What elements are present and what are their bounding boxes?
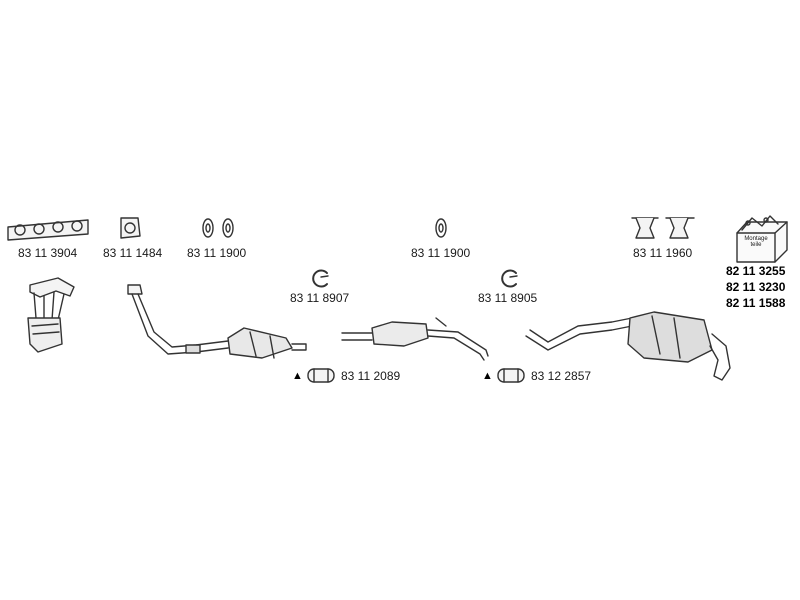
center-muffler-icon <box>341 317 489 361</box>
kit-number-1: 82 11 3255 <box>726 264 786 278</box>
part-number-gasket-4port: 83 11 3904 <box>18 246 78 260</box>
part-number-clamp-ring-right: 83 11 8905 <box>478 291 538 305</box>
front-pipe-catalyst-icon <box>127 284 307 359</box>
square-flange-gasket-icon <box>120 217 141 239</box>
exhaust-manifold-icon <box>27 277 75 353</box>
rear-muffler-icon <box>525 311 731 381</box>
warning-triangle-icon: ▲ <box>292 370 303 382</box>
kit-number-2: 82 11 3230 <box>726 280 786 294</box>
part-number-clamp-ring-left: 83 11 8907 <box>290 291 350 305</box>
warning-triangle-icon: ▲ <box>482 370 493 382</box>
rubber-hanger-pair-icon <box>631 217 695 239</box>
part-number-hanger-pair: 83 11 1960 <box>633 246 693 260</box>
part-number-gasket-ring-left: 83 11 1900 <box>187 246 247 260</box>
pipe-clamp-icon <box>497 368 525 383</box>
ring-gasket-pair-icon <box>202 218 234 238</box>
kit-number-3: 82 11 1588 <box>726 296 786 310</box>
part-number-gasket-ring-center: 83 11 1900 <box>411 246 471 260</box>
clamp-ring-icon <box>312 269 329 288</box>
part-number-gasket-square: 83 11 1484 <box>103 246 163 260</box>
pipe-clamp-icon <box>307 368 335 383</box>
part-number-clamp-left: 83 11 2089 <box>341 369 401 383</box>
mounting-kit-box-icon <box>736 215 788 263</box>
manifold-gasket-icon <box>7 219 89 241</box>
ring-gasket-icon <box>435 218 447 238</box>
part-number-clamp-right: 83 12 2857 <box>531 369 592 383</box>
clamp-ring-icon <box>501 269 518 288</box>
kit-box-label: Montage teile <box>744 236 768 248</box>
